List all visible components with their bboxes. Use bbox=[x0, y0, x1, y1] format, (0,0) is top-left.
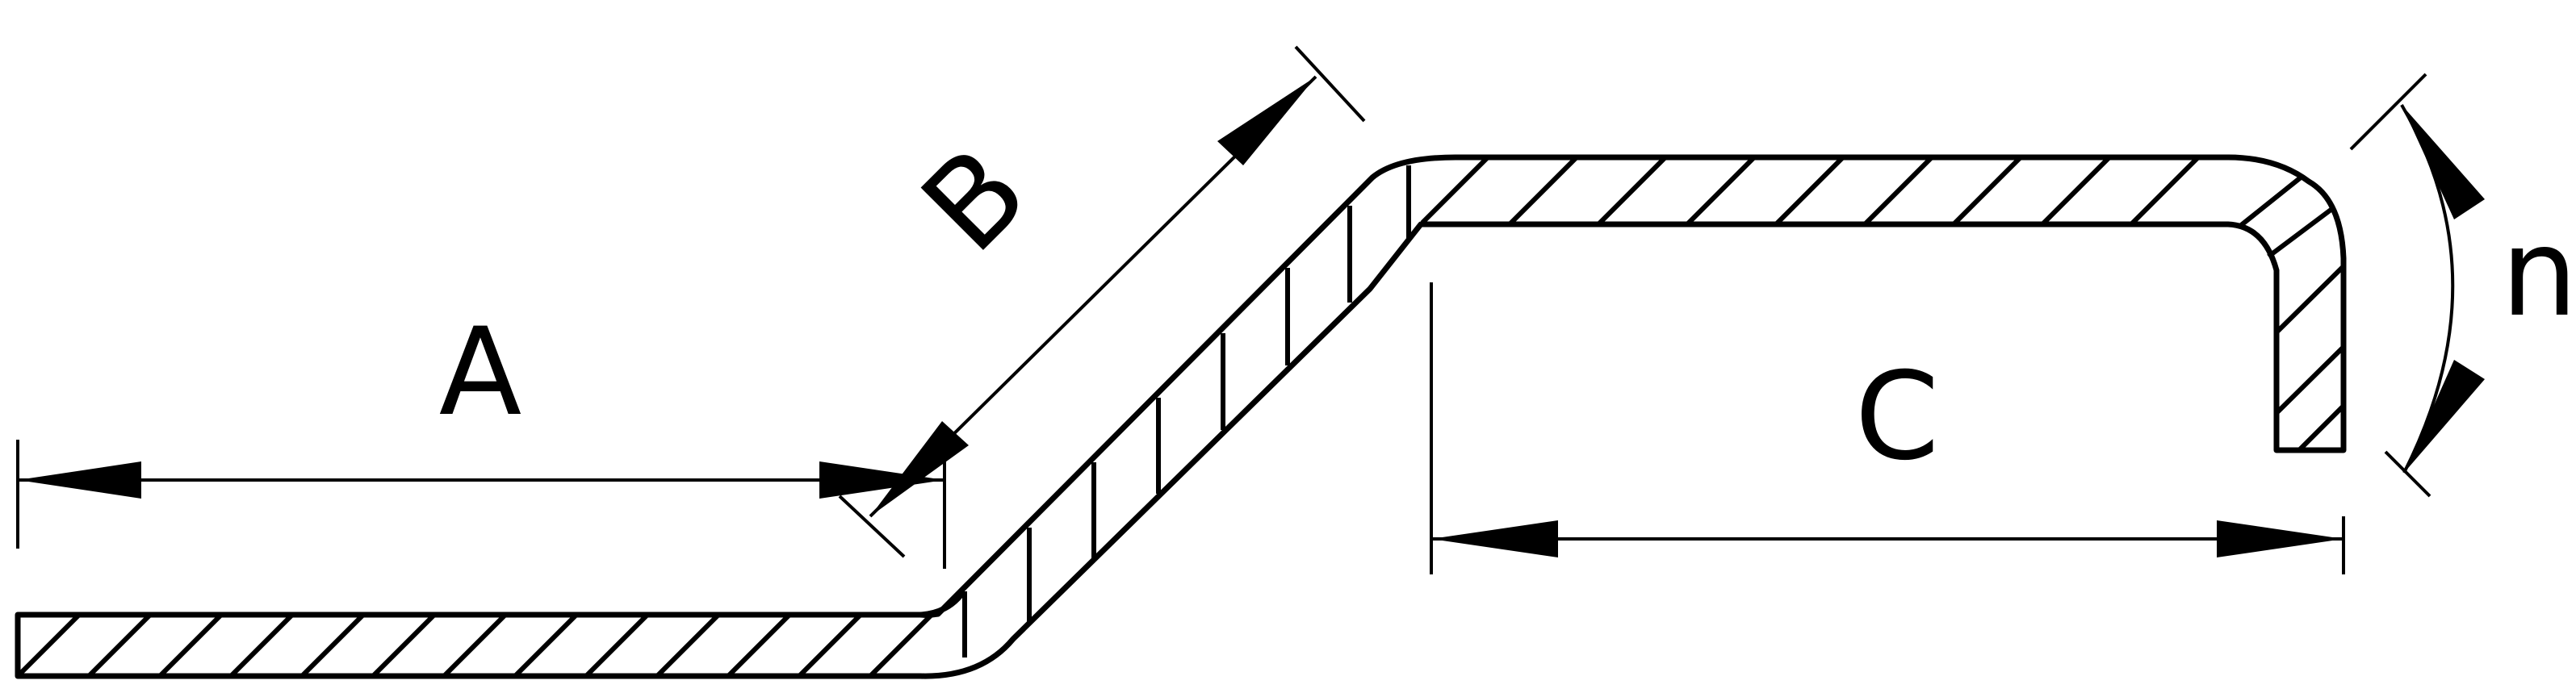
dimension-a-label: A bbox=[439, 303, 522, 443]
angle-n-extension-lower bbox=[2384, 450, 2431, 498]
dimension-a bbox=[16, 440, 946, 569]
angle-n-arrow-lower bbox=[2404, 360, 2485, 473]
dimension-c-arrow-left bbox=[1431, 520, 1558, 557]
dimension-b bbox=[838, 45, 1366, 558]
dimension-a-arrow-right bbox=[819, 461, 945, 499]
angle-n-label: n bbox=[2501, 203, 2576, 344]
hatch-return-leg bbox=[2239, 175, 2346, 453]
profile-outer-edge bbox=[15, 154, 2347, 679]
hatch-inclined-web bbox=[962, 165, 1411, 658]
profile-section bbox=[15, 154, 2347, 679]
dimension-b-extension-upper bbox=[1294, 45, 1366, 123]
dimension-b-label: B bbox=[896, 121, 1054, 279]
dimension-b-arrow-lower bbox=[870, 421, 969, 516]
dimension-c-arrow-right bbox=[2217, 520, 2344, 557]
dimension-b-extension-lower bbox=[838, 495, 906, 558]
hatch-left-flange bbox=[18, 615, 934, 676]
dimension-b-arrow-upper bbox=[1217, 77, 1316, 165]
dimension-c bbox=[1430, 282, 2345, 574]
angle-n-arrow-upper bbox=[2402, 105, 2485, 219]
profile-inner-bend bbox=[917, 592, 964, 618]
hatch-top-flange bbox=[1421, 157, 2201, 224]
dimension-c-label: C bbox=[1855, 347, 1940, 487]
angle-n-extension-upper bbox=[2349, 73, 2427, 151]
dimension-a-arrow-left bbox=[18, 461, 141, 499]
angle-n bbox=[2349, 73, 2485, 498]
